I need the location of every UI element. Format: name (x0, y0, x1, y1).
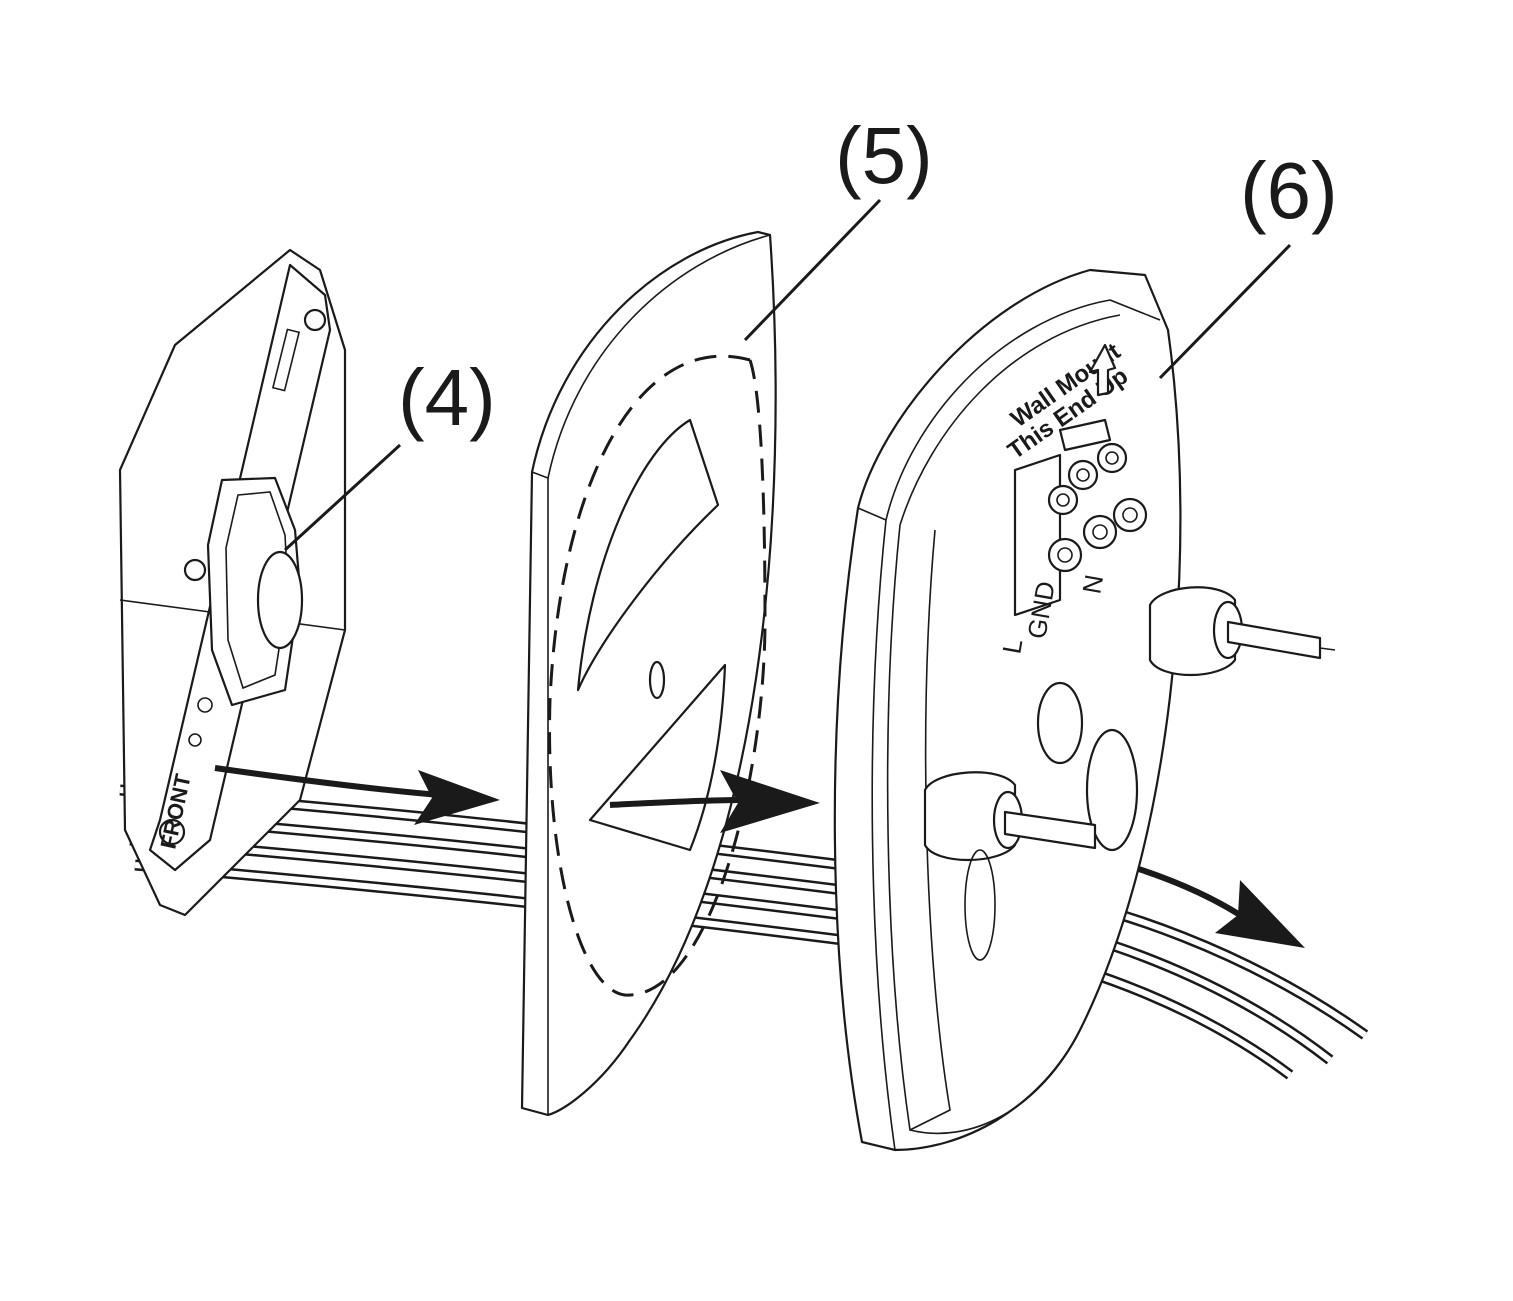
terminal-label-l: L (996, 637, 1028, 656)
mounting-plate-part-6: Wall Mount This End Up L GND N (833, 268, 1336, 1152)
terminal-block (1013, 418, 1148, 617)
standoff-lower (923, 771, 1097, 861)
plate-hole (1036, 681, 1084, 765)
callout-label-6: (6) (1240, 146, 1338, 235)
back-box-part-4: FRONT (118, 248, 347, 917)
callout-label-4: (4) (398, 353, 496, 442)
callout-5: (5) (743, 111, 933, 342)
standoff-upper (1148, 586, 1336, 676)
insertion-arrows (214, 765, 1305, 948)
terminal-label-n: N (1076, 572, 1109, 596)
gasket-part-5 (520, 230, 777, 1117)
cable-entry-hole (1085, 728, 1139, 852)
callout-4: (4) (283, 353, 496, 552)
callout-6: (6) (1158, 146, 1338, 380)
up-arrow-icon (1088, 343, 1117, 397)
callout-label-5: (5) (835, 111, 933, 200)
